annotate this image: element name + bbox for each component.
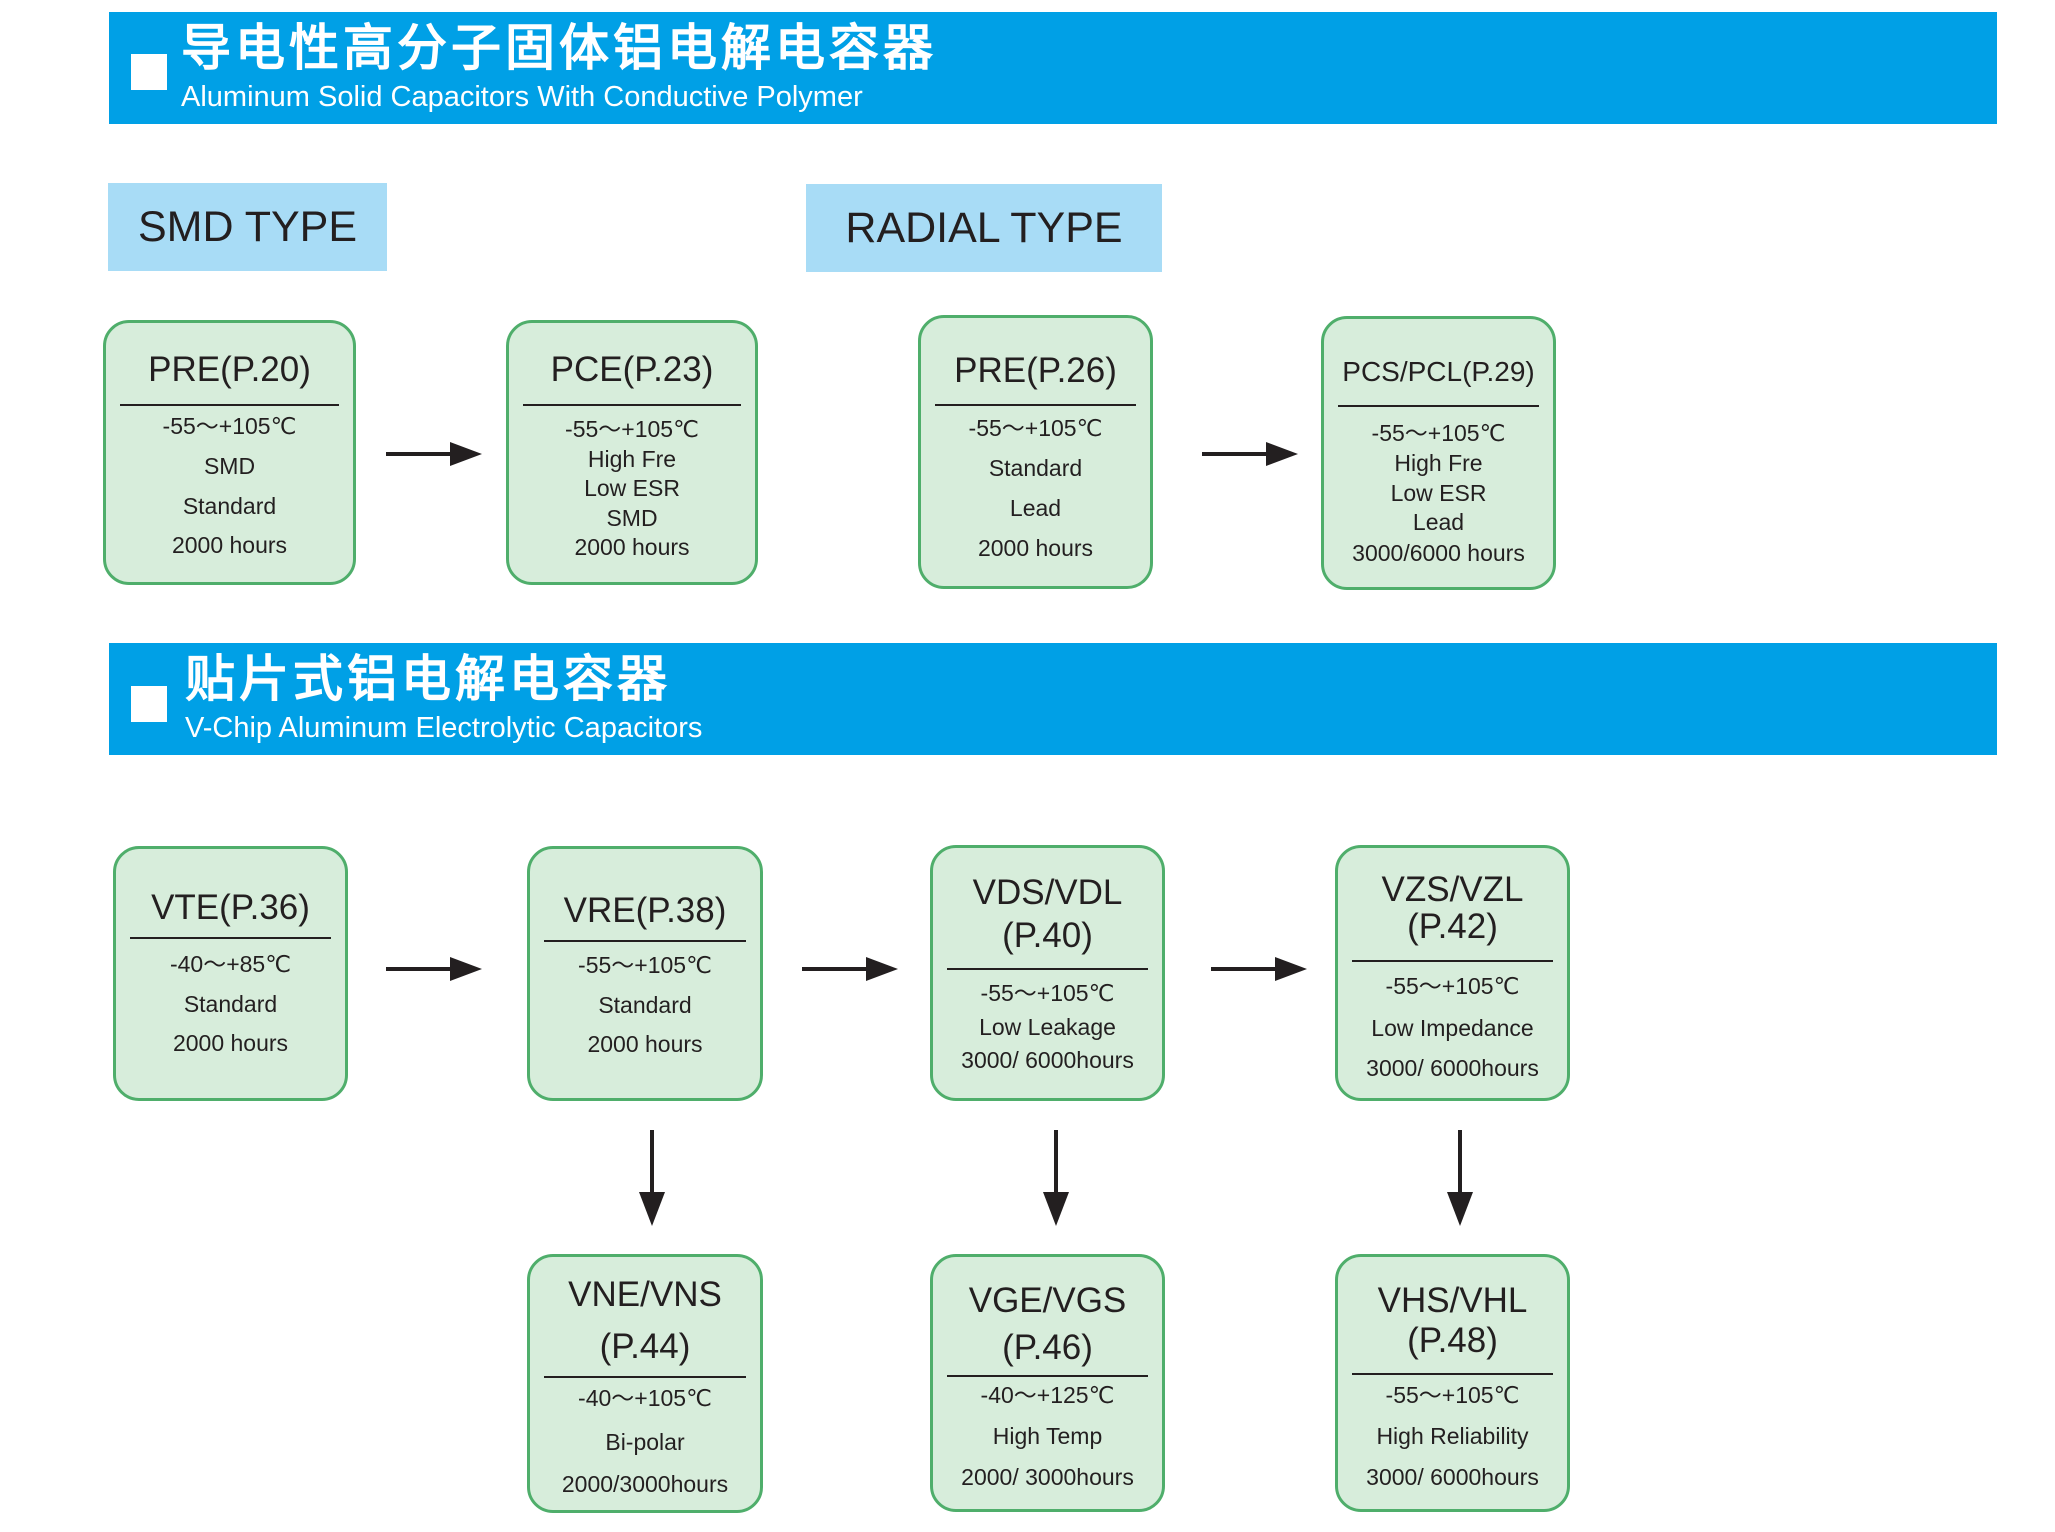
type-label-radial: RADIAL TYPE	[806, 184, 1162, 272]
series-page: (P.48)	[1407, 1321, 1498, 1360]
series-box-pre-p26[interactable]: PRE(P.26) -55～+105℃ Standard Lead 2000 h…	[918, 315, 1153, 589]
section-title-cn: 贴片式铝电解电容器	[185, 650, 671, 708]
temp-range: -55～+105℃	[1385, 973, 1520, 999]
life-hours: 2000 hours	[574, 534, 690, 560]
right-arrow-icon	[802, 957, 898, 981]
divider	[935, 404, 1136, 406]
right-arrow-icon	[1202, 442, 1298, 466]
right-arrow-icon	[1211, 957, 1307, 981]
series-box-vre-p38[interactable]: VRE(P.38) -55～+105℃ Standard 2000 hours	[527, 846, 763, 1101]
spec-line: High Fre	[1394, 450, 1483, 476]
spec-line: Standard	[182, 493, 277, 519]
spec-line: Standard	[598, 992, 692, 1018]
series-page: (P.40)	[1002, 916, 1093, 955]
spec-line: High Reliability	[1376, 1423, 1529, 1449]
right-arrow-icon	[386, 957, 482, 981]
series-box-vds-vdl-p40[interactable]: VDS/VDL (P.40) -55～+105℃ Low Leakage 300…	[930, 845, 1165, 1101]
series-title: VNE/VNS	[568, 1275, 722, 1314]
series-title: VGE/VGS	[968, 1281, 1127, 1320]
spec-line: Low Impedance	[1371, 1015, 1534, 1041]
series-box-vte-p36[interactable]: VTE(P.36) -40～+85℃ Standard 2000 hours	[113, 846, 348, 1101]
divider	[1338, 405, 1539, 407]
life-hours: 3000/ 6000hours	[961, 1047, 1134, 1073]
section-banner-vchip: 贴片式铝电解电容器 V-Chip Aluminum Electrolytic C…	[109, 643, 1997, 755]
series-box-vhs-vhl-p48[interactable]: VHS/VHL (P.48) -55～+105℃ High Reliabilit…	[1335, 1254, 1570, 1512]
divider	[947, 968, 1148, 970]
spec-line: Lead	[1412, 509, 1465, 535]
temp-range: -55～+105℃	[565, 416, 699, 442]
divider	[1352, 960, 1553, 962]
spec-line: Lead	[1009, 495, 1062, 521]
section-title-en: Aluminum Solid Capacitors With Conductiv…	[181, 81, 863, 113]
series-page: (P.44)	[599, 1327, 691, 1366]
spec-line: High Fre	[587, 446, 677, 472]
temp-range: -40～+105℃	[578, 1385, 712, 1411]
spec-line: Standard	[988, 455, 1083, 481]
life-hours: 2000 hours	[977, 535, 1094, 561]
series-title: VHS/VHL	[1377, 1281, 1528, 1320]
right-arrow-icon	[386, 442, 482, 466]
temp-range: -55～+105℃	[578, 952, 712, 978]
divider	[120, 404, 339, 406]
down-arrow-icon	[1447, 1130, 1473, 1226]
series-title: VTE(P.36)	[151, 888, 310, 927]
series-title: PRE(P.20)	[148, 350, 311, 389]
life-hours: 3000/ 6000hours	[1366, 1055, 1539, 1081]
series-box-vne-vns-p44[interactable]: VNE/VNS (P.44) -40～+105℃ Bi-polar 2000/3…	[527, 1254, 763, 1513]
life-hours: 2000 hours	[172, 1030, 289, 1056]
temp-range: -40～+125℃	[980, 1382, 1115, 1408]
life-hours: 2000 hours	[587, 1031, 703, 1057]
life-hours: 2000/3000hours	[561, 1471, 729, 1497]
spec-line: SMD	[203, 453, 256, 479]
divider	[1352, 1373, 1553, 1375]
series-page: (P.42)	[1407, 907, 1498, 946]
spec-line: High Temp	[992, 1423, 1103, 1449]
spec-line: Low ESR	[1390, 480, 1487, 506]
temp-range: -55～+105℃	[968, 415, 1103, 441]
series-box-pcs-pcl-p29[interactable]: PCS/PCL(P.29) -55～+105℃ High Fre Low ESR…	[1321, 316, 1556, 590]
temp-range: -55～+105℃	[162, 413, 297, 439]
square-bullet-icon	[131, 686, 167, 722]
divider	[130, 937, 331, 939]
divider	[544, 940, 746, 942]
life-hours: 2000 hours	[171, 532, 288, 558]
temp-range: -55～+105℃	[980, 980, 1115, 1006]
spec-line: SMD	[606, 505, 658, 531]
temp-range: -55～+105℃	[1385, 1382, 1520, 1408]
series-box-vge-vgs-p46[interactable]: VGE/VGS (P.46) -40～+125℃ High Temp 2000/…	[930, 1254, 1165, 1512]
life-hours: 3000/6000 hours	[1352, 540, 1525, 566]
series-title: VRE(P.38)	[563, 891, 727, 930]
series-title: PRE(P.26)	[954, 351, 1117, 390]
life-hours: 2000/ 3000hours	[961, 1464, 1134, 1490]
spec-line: Low Leakage	[979, 1014, 1116, 1040]
section-banner-polymer: 导电性高分子固体铝电解电容器 Aluminum Solid Capacitors…	[109, 12, 1997, 124]
divider	[544, 1376, 746, 1378]
divider	[523, 404, 741, 406]
section-title-en: V-Chip Aluminum Electrolytic Capacitors	[185, 712, 703, 744]
temp-range: -40～+85℃	[169, 951, 292, 977]
life-hours: 3000/ 6000hours	[1366, 1464, 1539, 1490]
down-arrow-icon	[1043, 1130, 1069, 1226]
down-arrow-icon	[639, 1130, 665, 1226]
spec-line: Low ESR	[584, 475, 680, 501]
square-bullet-icon	[131, 54, 167, 90]
divider	[947, 1375, 1148, 1377]
spec-line: Bi-polar	[605, 1429, 685, 1455]
series-title: VDS/VDL	[972, 873, 1123, 912]
series-page: (P.46)	[1002, 1328, 1093, 1367]
temp-range: -55～+105℃	[1371, 420, 1506, 446]
type-label-smd: SMD TYPE	[108, 183, 387, 271]
series-box-pre-p20[interactable]: PRE(P.20) -55～+105℃ SMD Standard 2000 ho…	[103, 320, 356, 585]
spec-line: Standard	[183, 991, 278, 1017]
section-title-cn: 导电性高分子固体铝电解电容器	[181, 19, 937, 77]
series-title: PCE(P.23)	[550, 350, 714, 389]
series-title: VZS/VZL	[1381, 870, 1524, 909]
series-box-vzs-vzl-p42[interactable]: VZS/VZL (P.42) -55～+105℃ Low Impedance 3…	[1335, 845, 1570, 1101]
series-box-pce-p23[interactable]: PCE(P.23) -55～+105℃ High Fre Low ESR SMD…	[506, 320, 758, 585]
series-title: PCS/PCL(P.29)	[1342, 356, 1535, 387]
